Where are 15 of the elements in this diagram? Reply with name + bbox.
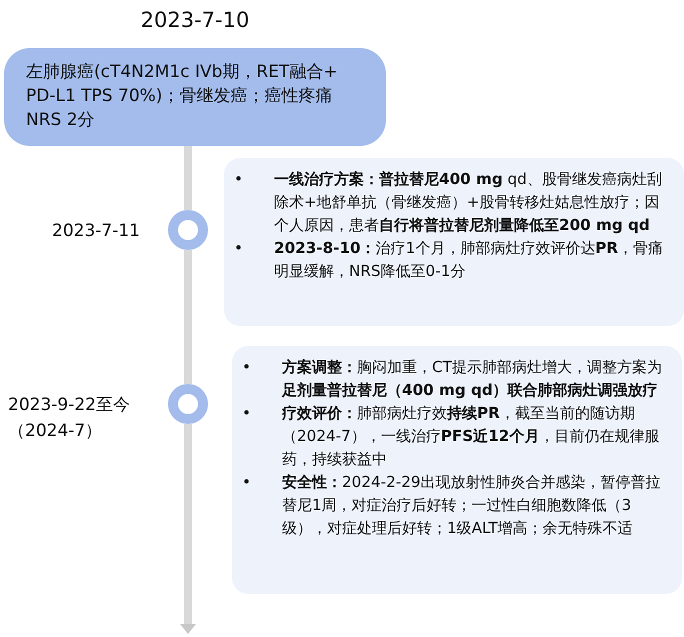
diagnosis-box [4, 48, 386, 146]
date-label: 2023-7-11 [52, 220, 141, 243]
timeline-line [184, 146, 192, 210]
bullet-marker: • [242, 357, 251, 378]
date-heading: 2023-7-10 [140, 8, 250, 32]
timeline-line [180, 424, 196, 634]
timeline-marker [168, 384, 208, 424]
timeline-marker [168, 210, 208, 250]
bullet-marker: • [242, 403, 251, 424]
timeline-line [184, 250, 192, 384]
diagnosis-text: 左肺腺癌(cT4N2M1c IVb期，RET融合+ PD-L1 TPS 70%)；骨继发癌；癌性疼痛 NRS 2分 [26, 61, 339, 132]
bullet-marker: • [234, 169, 243, 190]
bullet-marker: • [234, 238, 243, 259]
date-label: 2023-9-22至今（2024-7） [8, 394, 131, 443]
bullet-marker: • [242, 472, 251, 493]
